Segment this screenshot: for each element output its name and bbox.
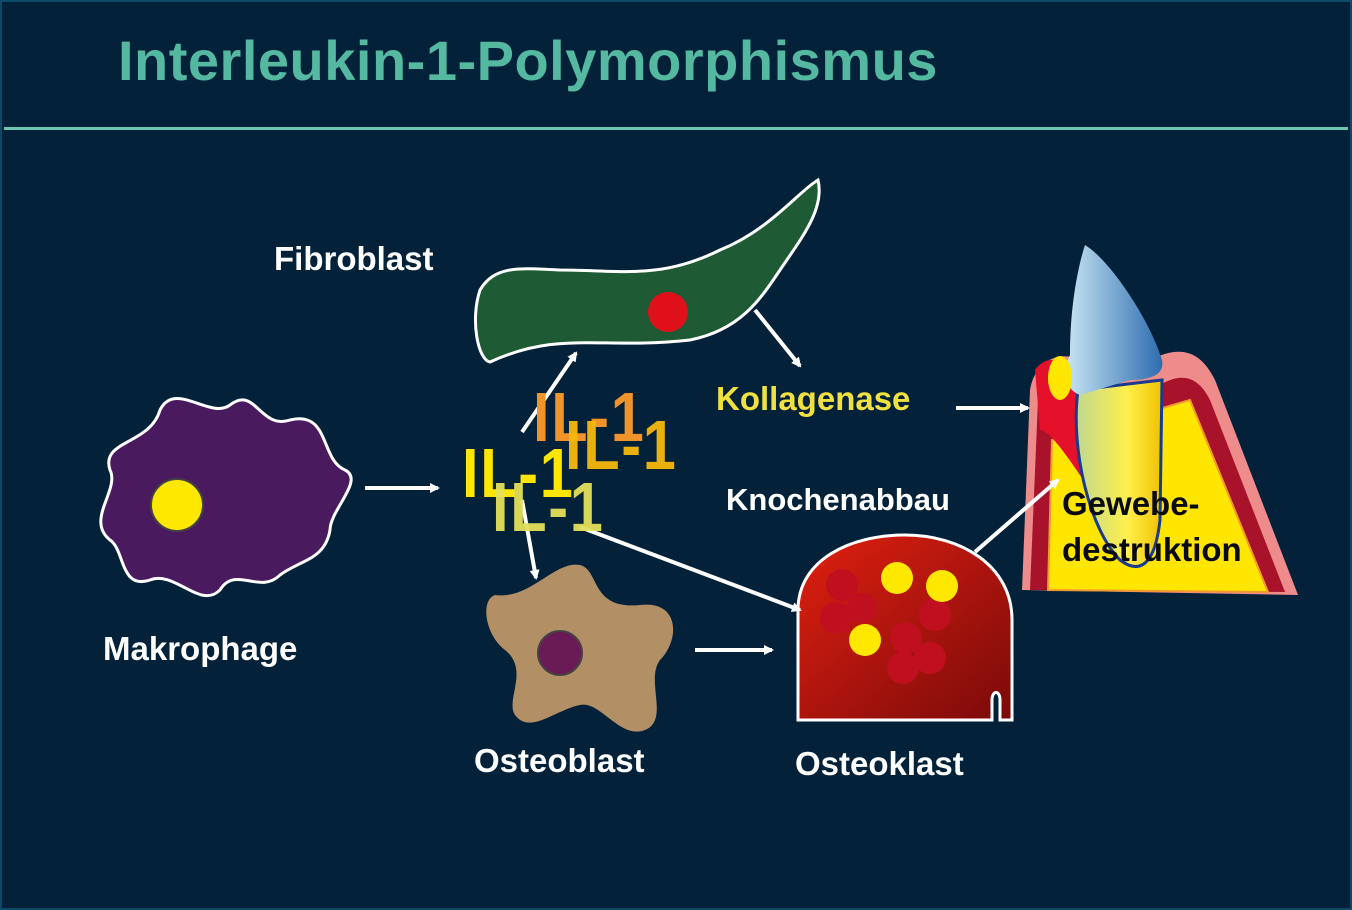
arrow-il1-to-osteoklast [579, 525, 802, 612]
il1-label-pale: IL-1 [492, 468, 605, 546]
arrows [365, 308, 1060, 655]
makrophage-cell [99, 397, 353, 598]
osteoblast-nucleus [537, 630, 583, 676]
osteoklast-vesicles [820, 562, 958, 684]
fibroblast-nucleus [648, 292, 688, 332]
slide-title: Interleukin-1-Polymorphismus [118, 29, 938, 92]
title-divider [4, 127, 1348, 130]
label-osteoklast: Osteoklast [795, 745, 964, 782]
arrow-osteoklast-to-tooth [973, 478, 1060, 554]
label-makrophage: Makrophage [103, 630, 298, 667]
label-knochenabbau: Knochenabbau [726, 482, 950, 517]
label-osteoblast: Osteoblast [474, 742, 645, 779]
il1-label-orange: IL-1 [533, 378, 646, 456]
label-fibroblast: Fibroblast [274, 240, 434, 277]
label-gewebe-line2: destruktion [1062, 531, 1242, 568]
label-kollagenase: Kollagenase [716, 380, 911, 417]
label-gewebe-line1: Gewebe- [1062, 485, 1200, 522]
il1-label-yellow: IL-1 [462, 434, 575, 512]
il1-label-amber: IL-1 [565, 406, 678, 484]
arrow-il1-to-osteoblast [520, 499, 540, 580]
arrow-il1-to-fibroblast [520, 351, 578, 434]
fibroblast-cell [473, 177, 821, 364]
tooth-illustration [1022, 245, 1298, 595]
arrow-fibroblast-to-kollagenase [753, 308, 802, 368]
makrophage-nucleus [150, 478, 204, 532]
